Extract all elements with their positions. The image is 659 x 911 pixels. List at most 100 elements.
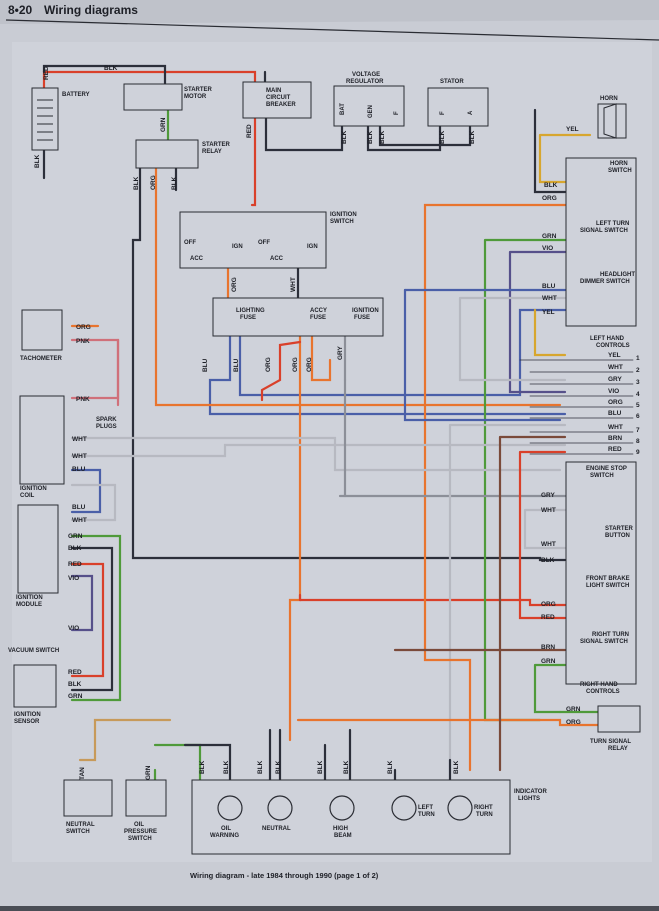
svg-text:WHT: WHT	[541, 541, 556, 548]
svg-text:BLK: BLK	[317, 760, 324, 774]
svg-text:BUTTON: BUTTON	[605, 533, 630, 539]
svg-text:BLK: BLK	[34, 154, 41, 168]
svg-text:WHT: WHT	[542, 295, 557, 302]
svg-text:GRN: GRN	[541, 658, 556, 665]
svg-text:RIGHT TURN: RIGHT TURN	[592, 632, 629, 638]
svg-text:BLK: BLK	[544, 182, 558, 189]
svg-text:STATOR: STATOR	[440, 79, 464, 85]
svg-text:ACC: ACC	[270, 256, 284, 262]
diagram-caption: Wiring diagram - late 1984 through 1990 …	[190, 871, 379, 880]
svg-text:SWITCH: SWITCH	[66, 829, 90, 835]
svg-text:GRY: GRY	[541, 492, 556, 499]
svg-text:STARTER: STARTER	[202, 142, 231, 148]
svg-text:IGNITION: IGNITION	[20, 486, 47, 492]
svg-text:WHT: WHT	[290, 277, 297, 292]
svg-text:GRN: GRN	[542, 233, 557, 240]
harness-wire-number: 7	[636, 427, 640, 434]
svg-text:RED: RED	[541, 614, 555, 621]
svg-text:RED: RED	[68, 669, 82, 676]
svg-text:IGNITION: IGNITION	[352, 308, 379, 314]
svg-text:ORG: ORG	[76, 324, 91, 331]
svg-text:PNK: PNK	[76, 396, 90, 403]
svg-text:IGN: IGN	[307, 244, 318, 250]
page-number: 8•20	[8, 3, 33, 17]
svg-text:CONTROLS: CONTROLS	[586, 689, 620, 695]
svg-text:RIGHT: RIGHT	[474, 805, 493, 811]
svg-text:IGNITION: IGNITION	[14, 712, 41, 718]
svg-text:TURN: TURN	[418, 812, 435, 818]
harness-wire-number: 9	[636, 449, 640, 456]
harness-wire-name: ORG	[608, 399, 623, 406]
svg-text:WHT: WHT	[72, 436, 87, 443]
svg-text:SWITCH: SWITCH	[590, 473, 614, 479]
svg-text:BLU: BLU	[542, 283, 556, 290]
svg-text:VOLTAGE: VOLTAGE	[352, 72, 380, 78]
svg-text:MODULE: MODULE	[16, 602, 42, 608]
svg-text:A: A	[468, 110, 474, 115]
svg-text:FRONT BRAKE: FRONT BRAKE	[586, 576, 630, 582]
svg-text:GRN: GRN	[160, 117, 167, 132]
svg-text:BLK: BLK	[367, 130, 374, 144]
svg-text:FUSE: FUSE	[310, 315, 326, 321]
svg-text:ORG: ORG	[265, 357, 272, 372]
harness-wire-number: 8	[636, 438, 640, 445]
svg-text:ORG: ORG	[150, 175, 157, 190]
svg-text:BLK: BLK	[387, 760, 394, 774]
svg-text:SWITCH: SWITCH	[128, 836, 152, 842]
svg-text:BLK: BLK	[199, 760, 206, 774]
harness-wire-name: GRY	[608, 376, 623, 383]
page-title: Wiring diagrams	[44, 3, 138, 17]
svg-text:BLK: BLK	[104, 65, 118, 72]
svg-text:LEFT HAND: LEFT HAND	[590, 336, 625, 342]
svg-text:WHT: WHT	[541, 507, 556, 514]
svg-text:IGNITION: IGNITION	[330, 212, 357, 218]
harness-wire-number: 5	[636, 402, 640, 409]
svg-text:BLK: BLK	[257, 760, 264, 774]
svg-text:TURN: TURN	[476, 812, 493, 818]
svg-text:PLUGS: PLUGS	[96, 424, 117, 430]
svg-text:HORN: HORN	[610, 161, 628, 167]
svg-text:MOTOR: MOTOR	[184, 94, 207, 100]
horn-icon	[603, 103, 617, 139]
svg-text:HEADLIGHT: HEADLIGHT	[600, 272, 635, 278]
svg-text:FUSE: FUSE	[354, 315, 370, 321]
harness-wire-number: 6	[636, 413, 640, 420]
svg-text:BAT: BAT	[340, 103, 346, 115]
svg-text:ORG: ORG	[231, 277, 238, 292]
svg-text:SPARK: SPARK	[96, 417, 117, 423]
svg-text:BLK: BLK	[171, 176, 178, 190]
harness-wire-number: 4	[636, 391, 640, 398]
svg-text:ACC: ACC	[190, 256, 204, 262]
svg-text:ORG: ORG	[306, 357, 313, 372]
svg-text:BLK: BLK	[133, 176, 140, 190]
svg-text:INDICATOR: INDICATOR	[514, 789, 547, 795]
left-turn-lamp-icon	[391, 795, 417, 821]
svg-text:GRN: GRN	[68, 693, 83, 700]
svg-text:BLK: BLK	[379, 130, 386, 144]
svg-text:SWITCH: SWITCH	[608, 168, 632, 174]
svg-text:TACHOMETER: TACHOMETER	[20, 356, 63, 362]
svg-text:SIGNAL SWITCH: SIGNAL SWITCH	[580, 639, 628, 645]
svg-text:BLU: BLU	[233, 358, 240, 372]
svg-text:ENGINE STOP: ENGINE STOP	[586, 466, 627, 472]
neutral-lamp-icon	[267, 795, 293, 821]
harness-wire-name: WHT	[608, 364, 623, 371]
svg-text:GRN: GRN	[68, 533, 83, 540]
svg-text:BLK: BLK	[343, 760, 350, 774]
svg-text:OIL: OIL	[221, 826, 231, 832]
svg-text:CIRCUIT: CIRCUIT	[266, 95, 291, 101]
svg-text:LIGHT SWITCH: LIGHT SWITCH	[586, 583, 629, 589]
svg-text:RED: RED	[43, 66, 50, 80]
harness-wire-name: YEL	[608, 352, 621, 359]
svg-text:IGN: IGN	[232, 244, 243, 250]
svg-text:BLK: BLK	[469, 130, 476, 144]
svg-text:RELAY: RELAY	[202, 149, 222, 155]
harness-wire-name: BRN	[608, 435, 622, 442]
svg-text:RED: RED	[68, 561, 82, 568]
svg-text:LEFT TURN: LEFT TURN	[596, 221, 629, 227]
svg-text:TAN: TAN	[79, 767, 86, 780]
svg-text:BLK: BLK	[275, 760, 282, 774]
svg-text:OFF: OFF	[258, 240, 270, 246]
